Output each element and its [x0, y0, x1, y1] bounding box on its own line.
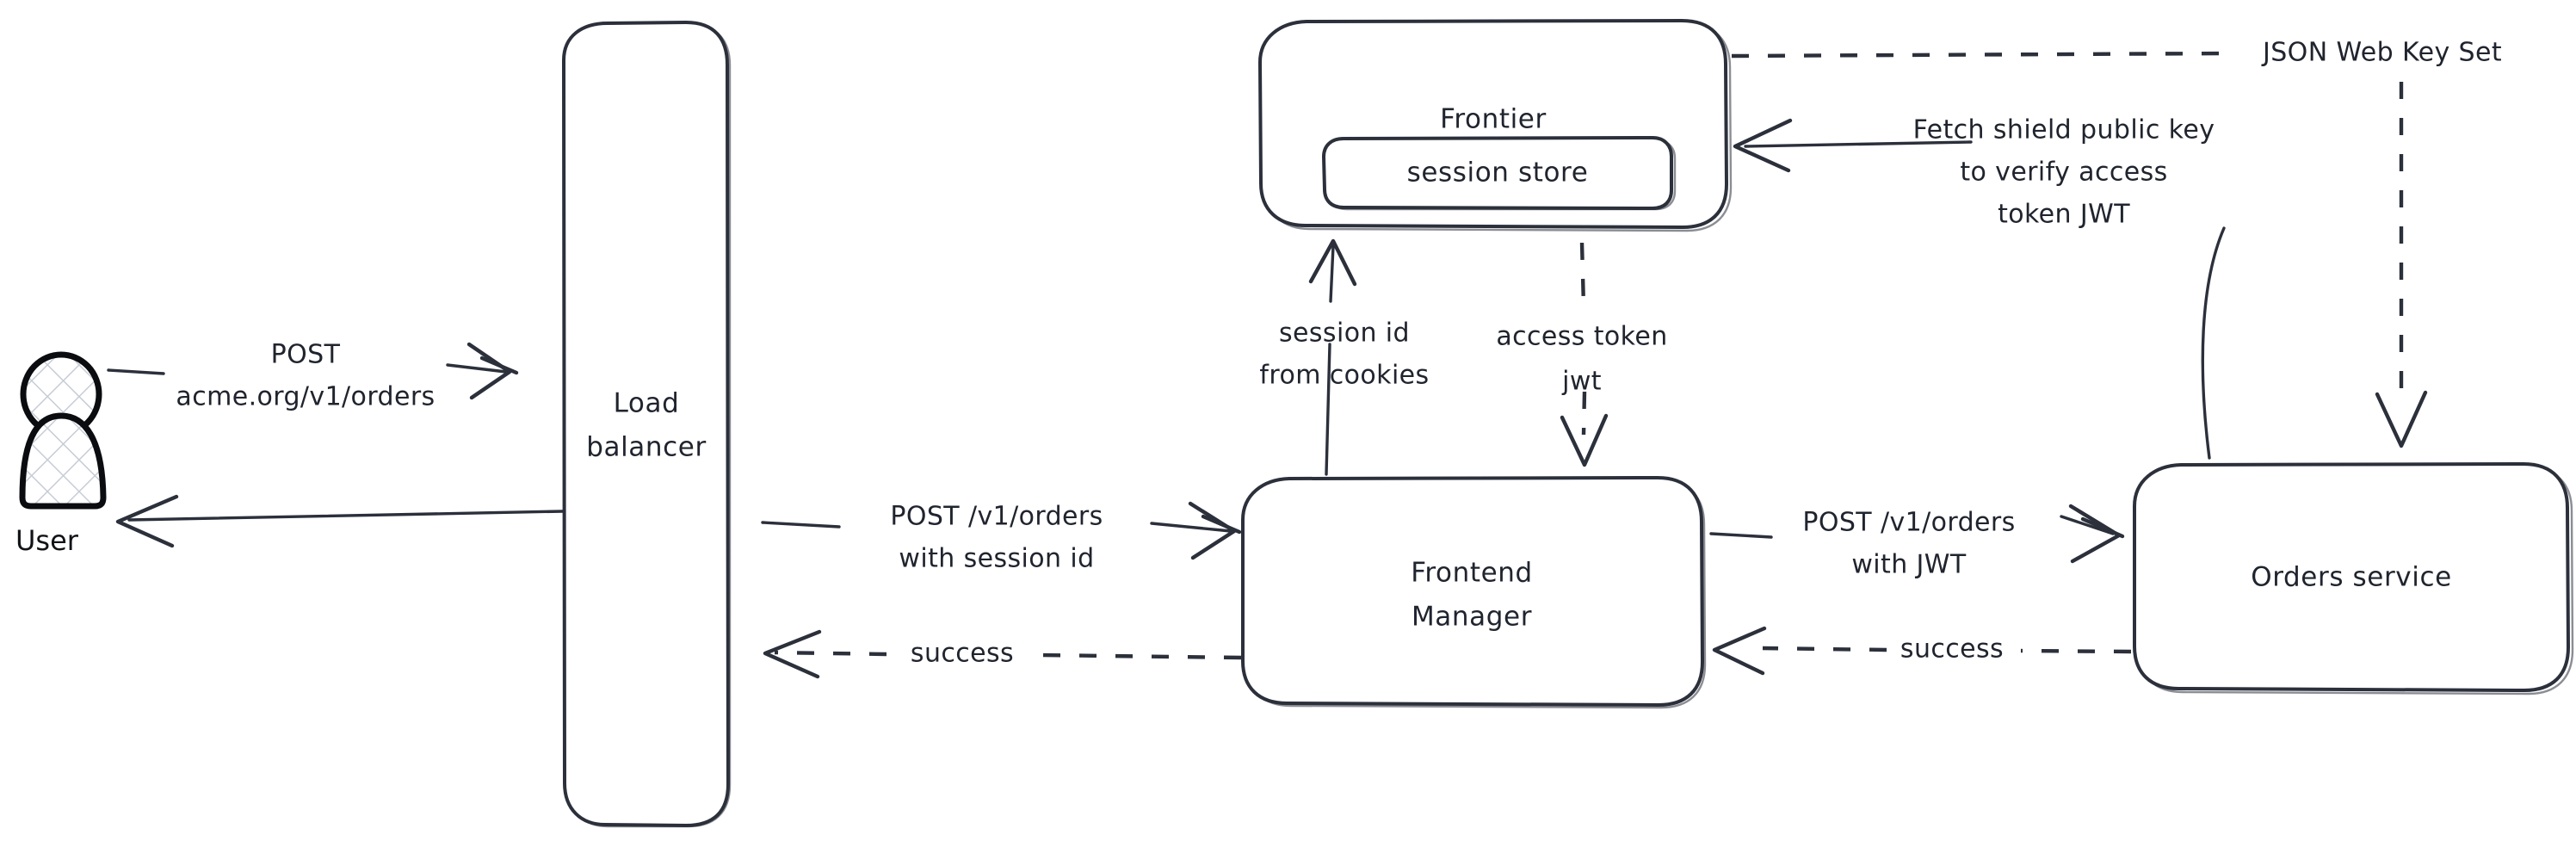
edge-user-to-load-balancer: POST acme.org/v1/orders	[107, 340, 519, 412]
edge-label-with-session-id: with session id	[899, 544, 1094, 574]
edge-label-acme-url: acme.org/v1/orders	[176, 382, 435, 412]
edge-label-access-token: access token	[1496, 322, 1667, 352]
edge-frontend-manager-to-load-balancer: success	[763, 629, 1242, 679]
frontend-manager-label-line2: Manager	[1412, 602, 1532, 633]
edge-label-token-jwt: token JWT	[1998, 200, 2130, 230]
node-orders-service[interactable]: Orders service	[2133, 462, 2574, 696]
edge-load-balancer-to-user	[115, 494, 565, 548]
frontend-manager-label-line1: Frontend	[1411, 558, 1533, 589]
edge-frontend-manager-to-orders-service: POST /v1/orders with JWT	[1709, 504, 2125, 580]
edge-frontier-to-orders-service: JSON Web Key Set	[1731, 38, 2502, 448]
user-actor[interactable]: User	[15, 351, 107, 557]
node-frontend-manager[interactable]: Frontend Manager	[1241, 476, 1707, 709]
edge-load-balancer-to-frontend-manager: POST /v1/orders with session id	[761, 502, 1242, 574]
edge-label-success-right: success	[1900, 634, 2004, 665]
edge-orders-service-to-frontend-manager: success	[1712, 626, 2132, 676]
load-balancer-label-line2: balancer	[586, 432, 707, 463]
edge-label-post-v1-orders-session: POST /v1/orders	[890, 502, 1103, 532]
edge-label-post: POST	[271, 340, 341, 370]
edge-label-from-cookies: from cookies	[1259, 361, 1429, 391]
edge-label-json-web-key-set: JSON Web Key Set	[2261, 38, 2502, 68]
session-store-label: session store	[1407, 158, 1589, 189]
edge-label-fetch-shield-key: Fetch shield public key	[1913, 115, 2215, 145]
edge-orders-service-to-frontier: Fetch shield public key to verify access…	[1733, 115, 2226, 460]
frontier-label: Frontier	[1440, 104, 1547, 135]
edge-label-success-left: success	[911, 639, 1014, 669]
node-frontier[interactable]: Frontier session store	[1258, 19, 1733, 232]
user-label: User	[15, 524, 79, 557]
load-balancer-label-line1: Load	[614, 388, 680, 419]
edge-label-to-verify-access: to verify access	[1960, 158, 2167, 188]
edge-frontier-to-frontend-manager: access token jwt	[1496, 242, 1667, 467]
orders-service-label: Orders service	[2251, 562, 2452, 593]
node-load-balancer[interactable]: Load balancer	[562, 21, 732, 828]
user-person-icon-body	[19, 412, 107, 510]
node-session-store[interactable]: session store	[1322, 136, 1677, 211]
edge-label-session-id: session id	[1279, 318, 1410, 349]
edge-label-with-jwt: with JWT	[1851, 550, 1966, 580]
edge-label-jwt: jwt	[1561, 367, 1602, 397]
edge-frontend-manager-to-frontier: session id from cookies	[1259, 238, 1429, 476]
edge-label-post-v1-orders-jwt: POST /v1/orders	[1802, 508, 2015, 538]
